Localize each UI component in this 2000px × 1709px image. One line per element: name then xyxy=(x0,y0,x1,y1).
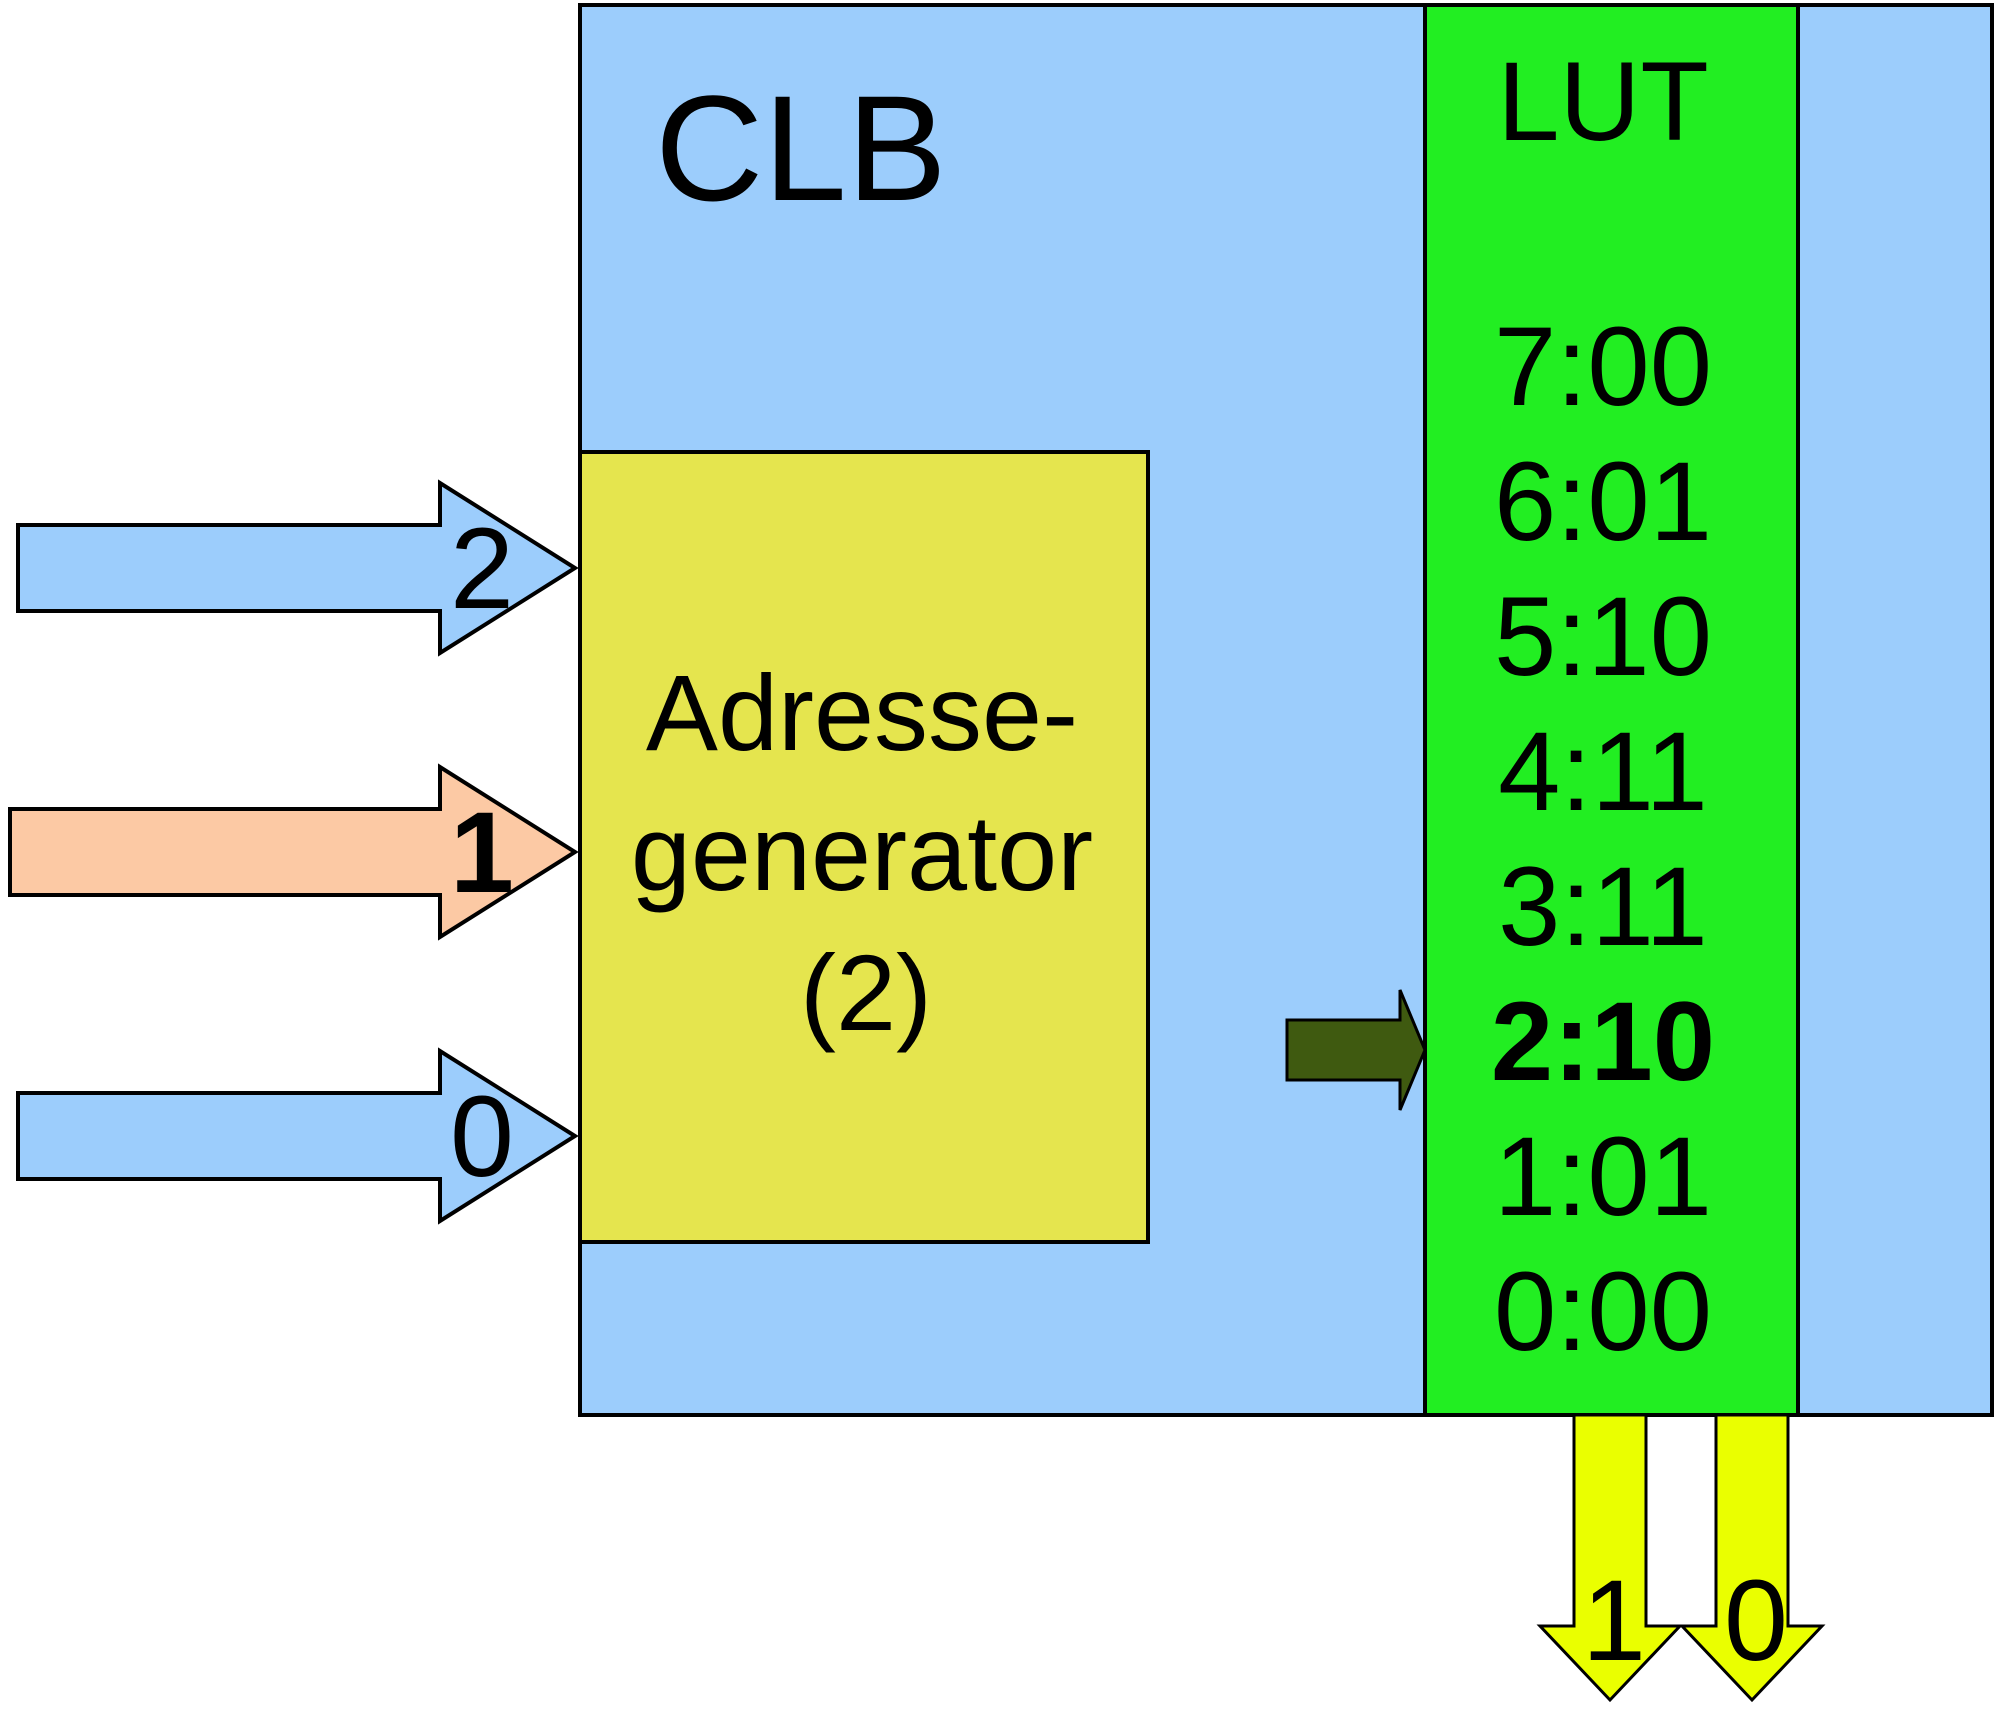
address-generator-line-3: (2) xyxy=(800,932,932,1053)
lut-entry: 2:10 xyxy=(1491,979,1715,1104)
output-arrow-label: 1 xyxy=(1582,1557,1646,1685)
lut-column: LUT 7:006:015:104:113:112:101:010:00 xyxy=(1423,3,1800,1417)
clb-label: CLB xyxy=(655,64,947,232)
output-arrow-1: 1 xyxy=(1536,1413,1684,1703)
input-arrow-shape xyxy=(8,763,579,941)
address-generator: Adresse- generator (2) xyxy=(578,450,1150,1244)
lut-entry: 0:00 xyxy=(1494,1249,1712,1374)
input-arrow-label: 2 xyxy=(450,505,514,633)
input-arrow-shape xyxy=(16,1047,579,1225)
lut-entry: 6:01 xyxy=(1494,439,1712,564)
input-arrow-1: 1 xyxy=(8,763,579,941)
lut-entry: 3:11 xyxy=(1498,844,1708,969)
output-arrow-shape xyxy=(1536,1413,1684,1703)
lut-label: LUT xyxy=(1497,39,1709,164)
input-arrows: 2 1 0 xyxy=(8,479,579,1225)
lut-entry: 7:00 xyxy=(1494,304,1712,429)
input-arrow-label: 1 xyxy=(450,789,514,917)
input-arrow-shape xyxy=(16,479,579,657)
lut-entries: 7:006:015:104:113:112:101:010:00 xyxy=(1491,304,1715,1374)
lut-entry: 1:01 xyxy=(1494,1114,1712,1239)
lut-entry: 4:11 xyxy=(1498,709,1708,834)
address-generator-line-1: Adresse- xyxy=(646,652,1078,773)
output-arrow-shape xyxy=(1678,1413,1826,1703)
pointer-arrow xyxy=(1285,989,1427,1111)
lut-entry: 5:10 xyxy=(1494,574,1712,699)
input-arrow-2: 2 xyxy=(16,479,579,657)
output-arrow-0: 0 xyxy=(1678,1413,1826,1703)
input-arrow-0: 0 xyxy=(16,1047,579,1225)
output-arrow-label: 0 xyxy=(1724,1557,1788,1685)
input-arrow-label: 0 xyxy=(450,1073,514,1201)
address-generator-line-2: generator xyxy=(631,792,1093,913)
